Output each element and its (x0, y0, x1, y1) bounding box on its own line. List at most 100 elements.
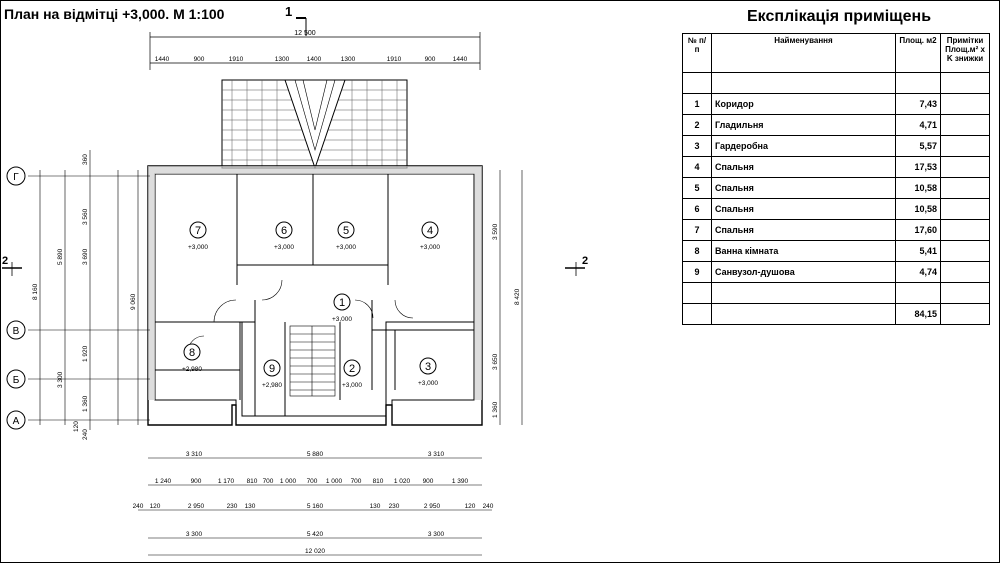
dim-top-4: 1400 (307, 56, 322, 63)
svg-text:240: 240 (82, 429, 89, 440)
row-name: Ванна кімната (711, 240, 896, 262)
dim-b4-1: 5 420 (307, 531, 324, 538)
section-mark-top: 1 (285, 4, 307, 36)
svg-text:360: 360 (82, 154, 89, 165)
room-level-4: +3,000 (420, 244, 440, 251)
room-bubble-3 (419, 357, 437, 375)
bottom-dimensions (138, 457, 492, 556)
room-bubble-4 (421, 221, 439, 239)
section-label-1: 1 (285, 4, 292, 19)
row-note (940, 198, 990, 220)
col-note: Примітки Площ.м² x K знижки (940, 33, 990, 73)
row-note (940, 177, 990, 199)
dim-b3-8: 2 950 (424, 503, 441, 510)
dim-b2-0: 1 240 (155, 478, 172, 485)
svg-text:3 650: 3 650 (492, 353, 499, 370)
dim-top-0: 1440 (155, 56, 170, 63)
dim-b3-10: 240 (483, 503, 494, 510)
room-number-8: 8 (189, 347, 195, 359)
table-row-blank (682, 282, 990, 304)
row-note (940, 114, 990, 136)
row-area: 7,43 (895, 93, 941, 115)
svg-text:120: 120 (73, 421, 80, 432)
room-number-3: 3 (425, 361, 431, 373)
row-area: 5,41 (895, 240, 941, 262)
room-number-2: 2 (349, 363, 355, 375)
dim-b4-0: 3 300 (186, 531, 203, 538)
dim-b1-1: 5 880 (307, 451, 324, 458)
left-dim-labels: 360 3 560 3 690 5 890 1 920 3 300 1 360 … (32, 154, 137, 440)
dim-b3-3: 230 (227, 503, 238, 510)
row-note (940, 219, 990, 241)
row-area: 5,57 (895, 135, 941, 157)
dim-b2-9: 810 (373, 478, 384, 485)
room-level-8: +2,980 (182, 366, 202, 373)
room-markers: 1+3,0002+3,0003+3,0004+3,0005+3,0006+3,0… (182, 221, 440, 389)
row-name: Санвузол-душова (711, 261, 896, 283)
axis-label-1: В (13, 326, 20, 337)
dim-top-2: 1910 (229, 56, 244, 63)
room-bubble-6 (275, 221, 293, 239)
dim-b3-4: 130 (245, 503, 256, 510)
roof-hatch (221, 79, 408, 170)
room-level-9: +2,980 (262, 382, 282, 389)
dim-b2-3: 810 (247, 478, 258, 485)
row-name: Спальня (711, 156, 896, 178)
dim-b2-4: 700 (263, 478, 274, 485)
room-number-1: 1 (339, 297, 345, 309)
svg-text:1 920: 1 920 (82, 345, 89, 362)
row-num: 7 (682, 219, 712, 241)
axis-bubble-3 (6, 410, 26, 430)
room-bubble-5 (337, 221, 355, 239)
col-num: № п/п (682, 33, 712, 73)
table-row-total: 84,15 (682, 303, 990, 325)
row-area: 10,58 (895, 198, 941, 220)
dim-b2-11: 900 (423, 478, 434, 485)
svg-text:1 360: 1 360 (82, 395, 89, 412)
room-level-7: +3,000 (188, 244, 208, 251)
dim-b2-8: 700 (351, 478, 362, 485)
right-dimensions (499, 170, 523, 425)
dim-b1-2: 3 310 (428, 451, 445, 458)
svg-text:9 060: 9 060 (130, 293, 137, 310)
dim-b4-2: 3 300 (428, 531, 445, 538)
dim-b3-0: 240 (133, 503, 144, 510)
row-num: 6 (682, 198, 712, 220)
svg-text:8 160: 8 160 (32, 283, 39, 300)
room-number-9: 9 (269, 363, 275, 375)
room-bubble-1 (333, 293, 351, 311)
room-level-6: +3,000 (274, 244, 294, 251)
dim-top-1: 900 (194, 56, 205, 63)
explication-title: Експлікація приміщень (746, 8, 932, 25)
svg-text:8 420: 8 420 (514, 288, 521, 305)
svg-text:5 890: 5 890 (57, 248, 64, 265)
svg-text:2: 2 (582, 255, 588, 267)
row-note (940, 240, 990, 262)
row-note (940, 93, 990, 115)
dim-b2-5: 1 000 (280, 478, 297, 485)
axis-bubble-2 (6, 369, 26, 389)
axis-label-2: Б (13, 375, 20, 386)
axis-lines (28, 175, 150, 421)
svg-text:3 590: 3 590 (492, 223, 499, 240)
dim-b2-6: 700 (307, 478, 318, 485)
axis-label-0: Г (13, 172, 19, 183)
row-note (940, 156, 990, 178)
room-bubble-2 (343, 359, 361, 377)
right-dim-labels: 3 590 3 650 1 360 8 420 (492, 223, 521, 418)
row-name: Гладильня (711, 114, 896, 136)
dim-b2-2: 1 170 (218, 478, 235, 485)
row-num: 1 (682, 93, 712, 115)
dim-top-6: 1910 (387, 56, 402, 63)
row-num: 3 (682, 135, 712, 157)
room-bubble-9 (263, 359, 281, 377)
row-area: 17,60 (895, 219, 941, 241)
wall-fill (148, 166, 482, 400)
room-bubble-8 (183, 343, 201, 361)
dim-b3-6: 130 (370, 503, 381, 510)
room-number-5: 5 (343, 225, 349, 237)
